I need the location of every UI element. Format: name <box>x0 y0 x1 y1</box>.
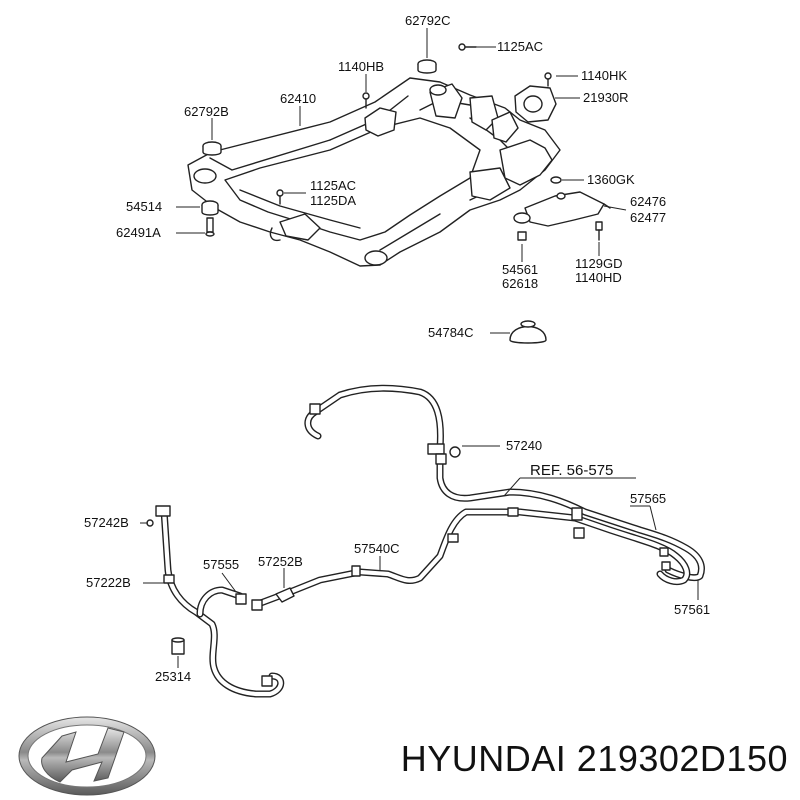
steering-tube-assembly <box>146 384 705 698</box>
label-1140hd: 1140HD <box>575 270 622 285</box>
label-54784c: 54784C <box>428 325 474 340</box>
label-57561: 57561 <box>674 602 710 617</box>
bolt-62491a <box>205 217 215 237</box>
hyundai-logo <box>18 716 156 796</box>
engine-mount-21930r <box>514 72 557 123</box>
label-62792c: 62792C <box>405 13 451 28</box>
bushing-62792b <box>202 141 222 156</box>
washer-1360gk <box>550 176 562 184</box>
label-62618: 62618 <box>502 276 538 291</box>
part-labels: 62792C 1125AC 1140HB 1140HK 62792B 62410… <box>84 13 710 684</box>
label-1129gd: 1129GD <box>575 256 622 271</box>
label-57540c: 57540C <box>354 541 400 556</box>
label-1125ac-mid: 1125AC <box>310 178 356 193</box>
label-62491a: 62491A <box>116 225 161 240</box>
leader-lines <box>140 28 699 668</box>
label-62792b: 62792B <box>184 104 229 119</box>
label-62477: 62477 <box>630 210 666 225</box>
label-54561: 54561 <box>502 262 538 277</box>
label-62476: 62476 <box>630 194 666 209</box>
bolt-1140hb <box>362 92 370 109</box>
control-arm-62476 <box>513 191 611 227</box>
part-number-caption: HYUNDAI 219302D150 <box>400 738 788 779</box>
crossmember-subframe <box>187 77 561 267</box>
label-57555: 57555 <box>203 557 239 572</box>
label-57565: 57565 <box>630 491 666 506</box>
label-1140hb: 1140HB <box>338 59 384 74</box>
bushing-62792c <box>417 59 437 74</box>
label-62410: 62410 <box>280 91 316 106</box>
label-1125ac-top: 1125AC <box>497 39 543 54</box>
label-1140hk: 1140HK <box>581 68 627 83</box>
bushing-54561 <box>517 231 527 241</box>
bolt-1125ac-mid <box>276 189 284 205</box>
label-57222b: 57222B <box>86 575 131 590</box>
label-25314: 25314 <box>155 669 191 684</box>
label-57240: 57240 <box>506 438 542 453</box>
label-ref-56-575: REF. 56-575 <box>530 462 613 479</box>
label-21930r: 21930R <box>583 90 629 105</box>
label-1360gk: 1360GK <box>587 172 635 187</box>
bushing-54514 <box>201 200 219 216</box>
label-1125da: 1125DA <box>310 193 356 208</box>
bolt-1129gd <box>595 221 603 241</box>
label-57252b: 57252B <box>258 554 303 569</box>
label-54514: 54514 <box>126 199 162 214</box>
label-57242b: 57242B <box>84 515 129 530</box>
dust-cover-54784c <box>509 320 547 344</box>
